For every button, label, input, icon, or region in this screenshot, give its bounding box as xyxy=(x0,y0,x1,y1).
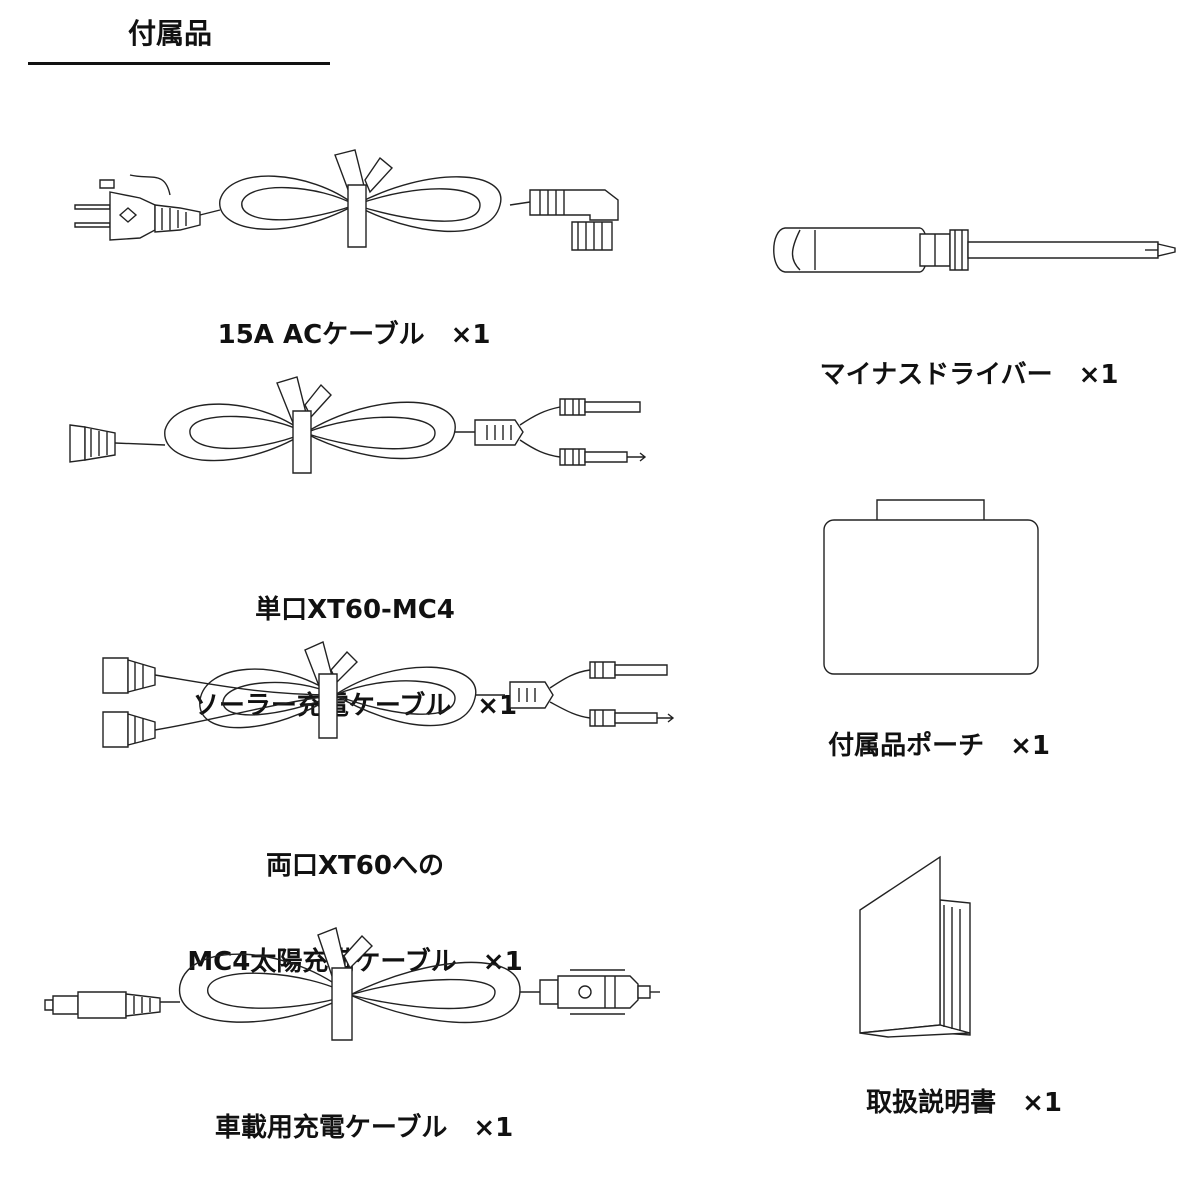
caption-manual: 取扱説明書 ×1 xyxy=(820,1055,1090,1119)
screwdriver-icon xyxy=(770,220,1180,280)
caption-line: 車載用充電ケーブル ×1 xyxy=(214,1113,514,1143)
caption-screwdriver: マイナスドライバー ×1 xyxy=(760,327,1160,391)
caption-ac-cable: 15A ACケーブル ×1 xyxy=(140,287,550,351)
page-heading: 付属品 xyxy=(128,17,213,50)
heading-underline xyxy=(28,62,330,65)
caption-line: マイナスドライバー ×1 xyxy=(819,360,1119,390)
caption-line: 付属品ポーチ ×1 xyxy=(828,731,1050,761)
solar-cable-single-icon xyxy=(65,375,650,490)
caption-pouch: 付属品ポーチ ×1 xyxy=(780,698,1080,762)
car-charger-cable-icon xyxy=(40,920,670,1055)
solar-cable-dual-icon xyxy=(95,640,675,770)
ac-cable-icon xyxy=(70,150,630,260)
manual-icon xyxy=(858,855,973,1040)
caption-line: 取扱説明書 ×1 xyxy=(866,1088,1062,1118)
caption-solar-cable-dual: 両口XT60への MC4太陽充満ケーブル ×1 xyxy=(110,786,600,1010)
caption-car-charger-cable: 車載用充電ケーブル ×1 xyxy=(130,1080,580,1144)
caption-line: 両口XT60への xyxy=(266,851,444,881)
pouch-icon xyxy=(822,498,1040,678)
caption-line: 15A ACケーブル ×1 xyxy=(217,320,491,350)
caption-line: 単口XT60-MC4 xyxy=(255,595,455,625)
